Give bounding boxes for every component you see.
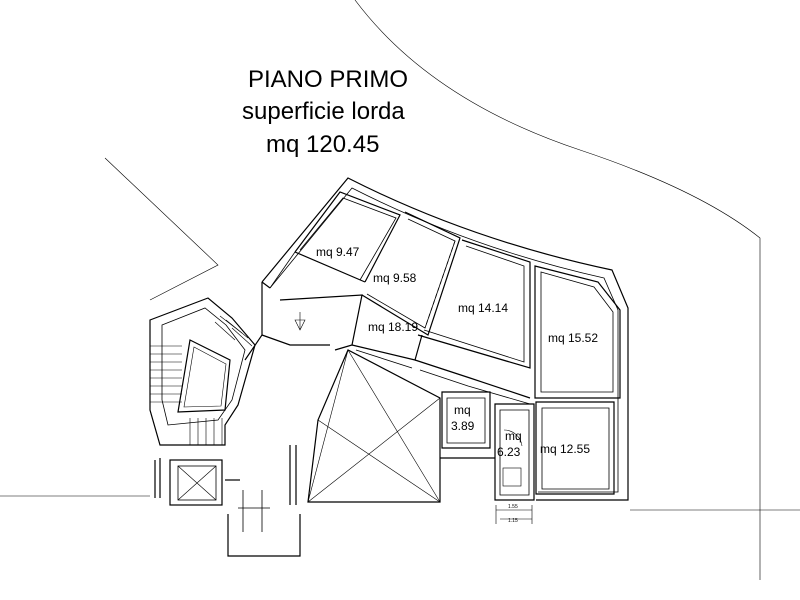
lift-shaft	[154, 458, 223, 506]
entrance	[225, 312, 330, 557]
dimension-lines	[495, 505, 533, 524]
area-value: mq 120.45	[266, 131, 379, 158]
room-label-f-line2: 3.89	[451, 419, 475, 433]
room-label-h: mq 12.55	[540, 442, 590, 456]
room-label-d: mq 18.19	[368, 320, 418, 334]
area-label: superficie lorda	[242, 98, 405, 125]
room-label-a: mq 9.47	[316, 245, 360, 259]
lower-walls	[440, 391, 615, 501]
dimension-top: 1.55	[508, 504, 518, 510]
upper-walls	[269, 191, 621, 399]
room-label-c: mq 14.14	[458, 301, 508, 315]
room-label-b: mq 9.58	[373, 271, 417, 285]
staircase	[149, 297, 256, 446]
room-label-f-line1: mq	[454, 403, 471, 417]
room-label-g-line2: 6.23	[497, 445, 521, 459]
dimension-bottom: 1.15	[508, 518, 518, 524]
room-label-e: mq 15.52	[548, 331, 598, 345]
room-label-g-line1: mq	[505, 429, 522, 443]
lightwell	[307, 349, 441, 503]
site-boundary-left	[104, 157, 219, 301]
middle-walls	[279, 294, 531, 405]
site-boundary-curve	[354, 0, 761, 580]
floor-title: PIANO PRIMO	[248, 66, 408, 93]
